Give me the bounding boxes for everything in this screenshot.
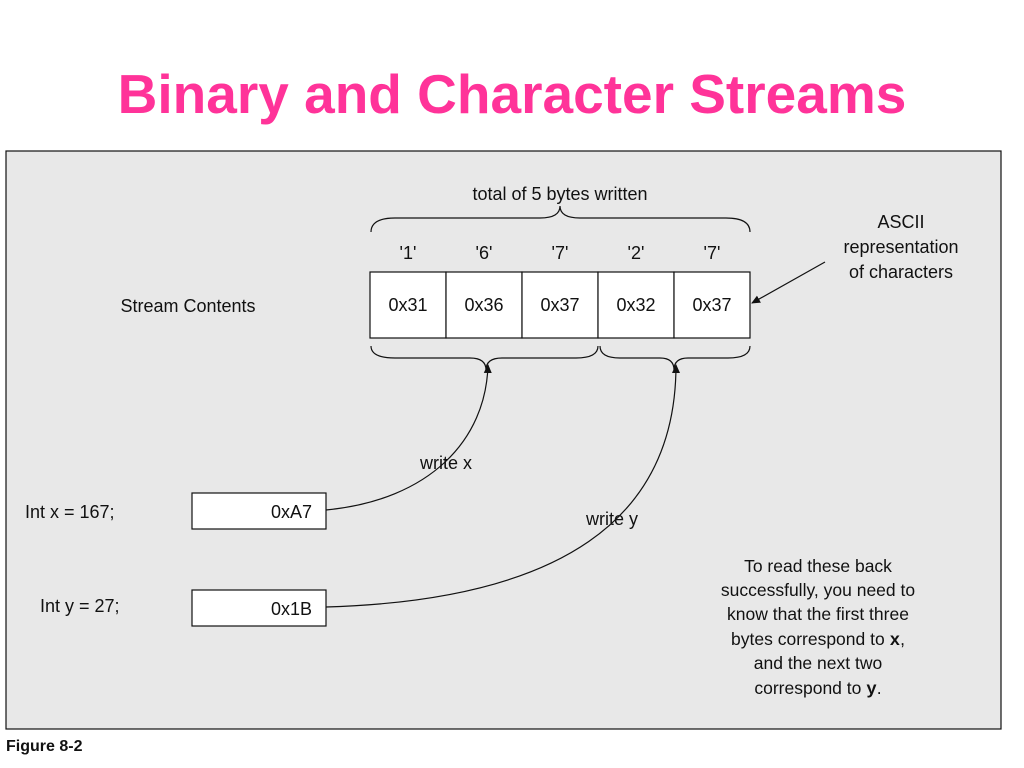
char-label: '7' — [552, 243, 569, 263]
top-brace — [370, 205, 751, 233]
char-label: '6' — [476, 243, 493, 263]
byte-value: 0x31 — [388, 295, 427, 315]
var-x-box — [191, 492, 327, 530]
figure-caption: Figure 8-2 — [6, 738, 83, 755]
byte-cell — [445, 271, 523, 339]
note-line: To read these back — [744, 556, 892, 576]
byte-value: 0x37 — [540, 295, 579, 315]
char-label: '2' — [628, 243, 645, 263]
stream-bytes: 0x31 0x36 0x37 0x32 0x37 — [369, 271, 751, 339]
ascii-label-line: representation — [843, 237, 958, 257]
write-x-arrow — [325, 364, 492, 511]
ascii-label-line: ASCII — [877, 212, 924, 232]
ascii-pointer-arrow — [751, 261, 826, 304]
char-label: '1' — [400, 243, 417, 263]
note-line: correspond to y. — [754, 678, 881, 700]
note-var-x: x — [890, 631, 901, 651]
note-text-span: correspond to — [754, 678, 866, 698]
ascii-label-line: of characters — [849, 262, 953, 282]
var-y-declaration: Int y = 27; — [40, 596, 120, 616]
byte-cell — [673, 271, 751, 339]
read-back-note: To read these back successfully, you nee… — [721, 556, 915, 700]
note-line: know that the first three — [727, 604, 909, 624]
byte-cell — [597, 271, 675, 339]
stream-contents-label: Stream Contents — [120, 296, 255, 316]
byte-value: 0x37 — [692, 295, 731, 315]
var-y-hex: 0x1B — [271, 599, 312, 619]
write-y-arrow — [325, 364, 680, 608]
figure-panel — [5, 150, 1002, 730]
byte-cell — [369, 271, 447, 339]
char-label: '7' — [704, 243, 721, 263]
write-y-label: write y — [585, 509, 638, 529]
write-x-label: write x — [419, 453, 472, 473]
note-line: successfully, you need to — [721, 580, 915, 600]
note-line: bytes correspond to x, — [731, 629, 905, 651]
note-text-span: , — [900, 629, 905, 649]
byte-value: 0x32 — [616, 295, 655, 315]
bytes-written-label: total of 5 bytes written — [472, 184, 647, 204]
note-line: and the next two — [754, 653, 882, 673]
byte-cell — [521, 271, 599, 339]
var-y-box — [191, 589, 327, 627]
byte-value: 0x36 — [464, 295, 503, 315]
note-text-span: . — [877, 678, 882, 698]
var-x-hex: 0xA7 — [271, 502, 312, 522]
note-var-y: y — [866, 680, 877, 700]
note-text-span: bytes correspond to — [731, 629, 890, 649]
slide-title: Binary and Character Streams — [117, 63, 907, 125]
var-x-declaration: Int x = 167; — [25, 502, 115, 522]
